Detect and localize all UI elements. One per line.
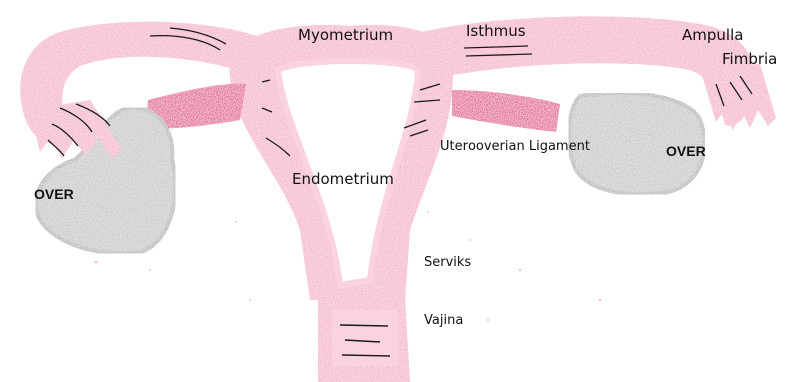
label-fimbria: Fimbria [722,52,777,67]
vagina-inner [332,310,398,366]
label-endometrium: Endometrium [292,172,394,187]
label-vagina: Vajina [424,314,463,327]
label-ovary-left: OVER [34,187,74,201]
label-ovary-right: OVER [666,144,706,158]
label-ampulla: Ampulla [682,28,743,43]
right-ovarian-ligament [452,90,560,132]
label-isthmus: Isthmus [466,24,526,39]
left-fimbria-shape [30,100,122,158]
label-uteroovarian-ligament: Uterοoverian Ligament [440,140,590,153]
label-cervix: Serviks [424,256,471,269]
label-myometrium: Myometrium [298,28,393,43]
